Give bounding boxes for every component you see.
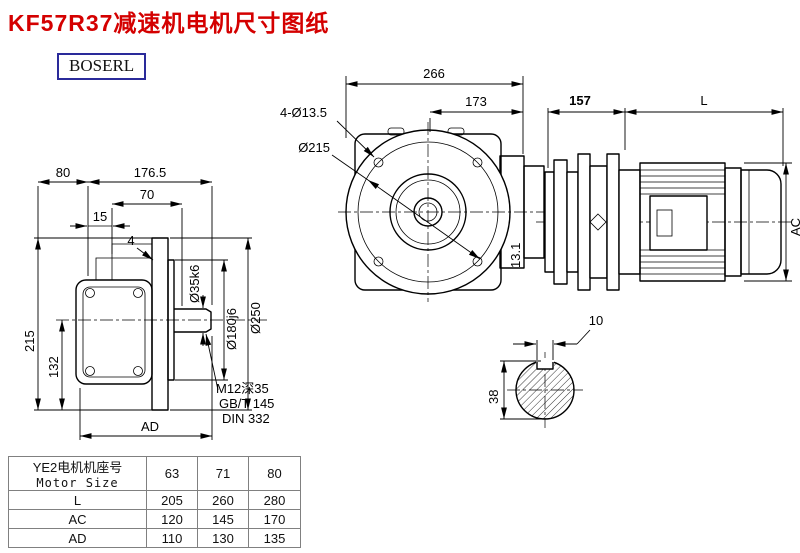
value-ad-80: 135 xyxy=(248,528,301,548)
brand-label: BOSERL xyxy=(69,56,135,75)
dim-bolt-holes: 4-Ø13.5 xyxy=(280,105,327,120)
dim-width-ad: AD xyxy=(141,419,159,434)
dim-shaft-length: 70 xyxy=(140,187,154,202)
front-view: 266 173 4-Ø13.5 Ø215 13.1 xyxy=(280,66,556,302)
table-row-ad: AD 110 130 135 xyxy=(8,528,301,548)
value-ac-80: 170 xyxy=(248,509,301,529)
row-label-ad: AD xyxy=(8,528,147,548)
dim-key-width: 10 xyxy=(589,313,603,328)
dimension-table: YE2电机机座号 Motor Size 63 71 80 L 205 260 2… xyxy=(8,456,301,548)
note-standard-1: GB/T 145 xyxy=(219,396,274,411)
motor-view: 157 L AC xyxy=(536,93,800,291)
dim-gap: 13.1 xyxy=(508,243,523,268)
page-title: KF57R37减速机电机尺寸图纸 xyxy=(8,10,330,36)
dim-adapter-length: 157 xyxy=(569,93,591,108)
shaft-section-view: 10 38 xyxy=(486,313,603,428)
value-l-80: 280 xyxy=(248,490,301,510)
table-row-ac: AC 120 145 170 xyxy=(8,509,301,529)
dim-motor-length: L xyxy=(700,93,707,108)
table-size-63: 63 xyxy=(146,456,198,491)
note-tap-hole: M12深35 xyxy=(216,381,269,396)
brand-logo-box: BOSERL xyxy=(57,53,147,80)
table-size-80: 80 xyxy=(248,456,301,491)
dim-overall-width: 266 xyxy=(423,66,445,81)
value-l-71: 260 xyxy=(197,490,249,510)
dim-right-width: 173 xyxy=(465,94,487,109)
dim-center-height: 132 xyxy=(46,356,61,378)
dim-height: 215 xyxy=(22,330,37,352)
dim-section-dia: 38 xyxy=(486,390,501,404)
table-header-en: Motor Size xyxy=(36,476,119,490)
table-header-row: YE2电机机座号 Motor Size 63 71 80 xyxy=(8,456,301,491)
value-ac-63: 120 xyxy=(146,509,198,529)
note-standard-2: DIN 332 xyxy=(222,411,270,426)
dim-shaft-dia: Ø35k6 xyxy=(187,265,202,303)
table-size-71: 71 xyxy=(197,456,249,491)
dim-bolt-circle: Ø215 xyxy=(298,140,330,155)
value-ad-71: 130 xyxy=(197,528,249,548)
side-view: 80 176.5 70 15 4 215 132 AD Ø35k6 xyxy=(22,165,274,440)
dim-step: 15 xyxy=(93,209,107,224)
row-label-ac: AC xyxy=(8,509,147,529)
table-row-l: L 205 260 280 xyxy=(8,490,301,510)
dim-spigot: 4 xyxy=(127,233,134,248)
value-ad-63: 110 xyxy=(146,528,198,548)
row-label-l: L xyxy=(8,490,147,510)
dim-depth: 80 xyxy=(56,165,70,180)
table-header-motor-size: YE2电机机座号 Motor Size xyxy=(8,456,147,491)
table-header-cn: YE2电机机座号 xyxy=(32,460,123,475)
dim-overall: 176.5 xyxy=(134,165,167,180)
motor-fins xyxy=(640,169,725,275)
dim-spigot-dia: Ø180j6 xyxy=(224,308,239,350)
value-ac-71: 145 xyxy=(197,509,249,529)
value-l-63: 205 xyxy=(146,490,198,510)
dim-motor-diameter: AC xyxy=(788,218,800,236)
dim-flange-dia: Ø250 xyxy=(248,302,263,334)
